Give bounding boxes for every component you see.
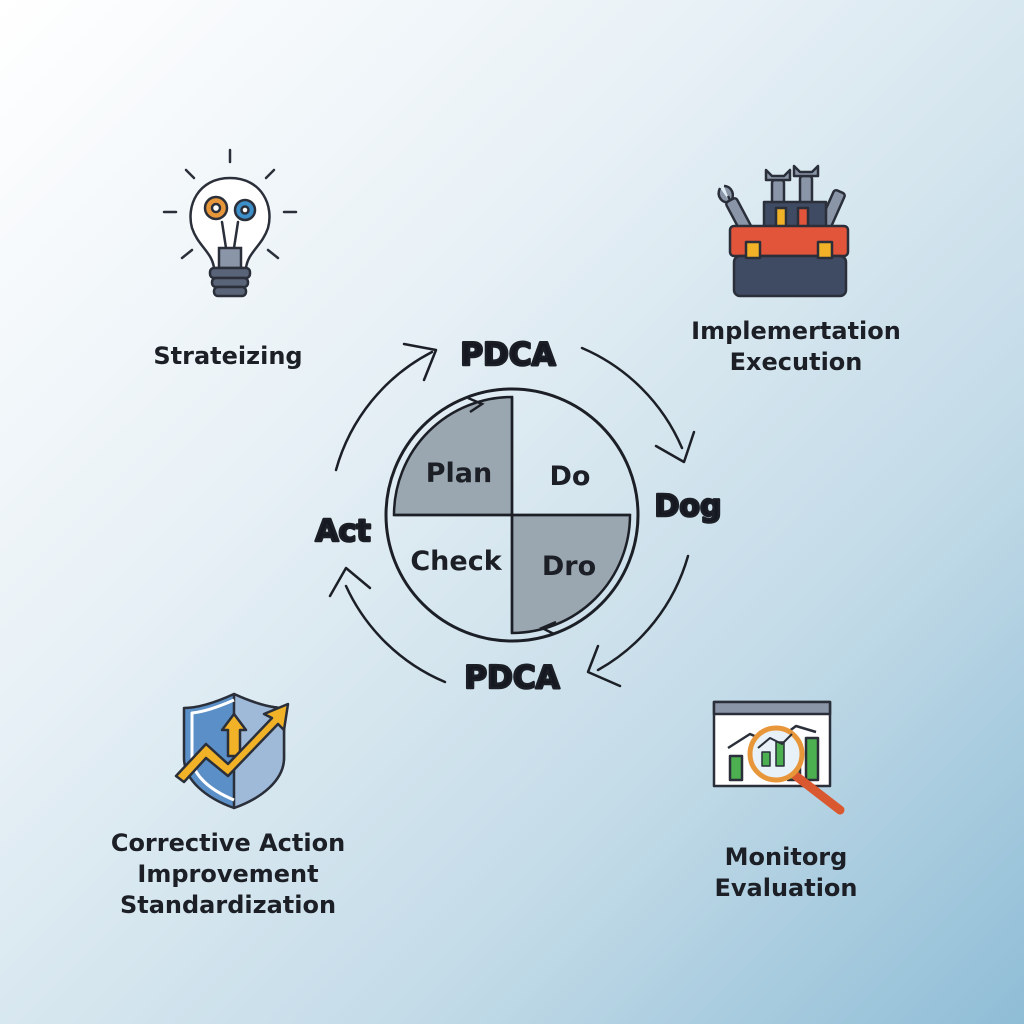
- quadrant-dro-label: Dro: [542, 551, 596, 582]
- stage-strategizing-line: Strateizing: [153, 342, 303, 370]
- arrowhead-top-left-icon: [402, 342, 438, 382]
- stage-implementation-label: Implemertation Execution: [676, 316, 916, 378]
- arc-bottom-right: [596, 554, 690, 672]
- cycle-bottom-label: PDCA: [464, 660, 559, 696]
- stage-monitoring-line-1: Monitorg: [724, 843, 848, 871]
- cycle-top-label: PDCA: [460, 337, 555, 373]
- wheel-outer-circle: [384, 387, 640, 643]
- stage-strategizing-label: Strateizing: [110, 341, 346, 372]
- chart-magnifier-icon: [712, 700, 845, 815]
- arrowhead-bottom-left-icon: [328, 566, 372, 598]
- pdca-wheel: Plan Do Check Dro: [384, 387, 640, 643]
- quadrant-do-label: Do: [550, 461, 591, 492]
- arrowhead-bottom-right-icon: [586, 644, 622, 688]
- toolbox-wrenches-icon: [717, 164, 850, 298]
- stage-implementation-line-1: Implemertation: [691, 317, 901, 345]
- wheel-inner-arrow-top-icon: [467, 396, 485, 414]
- cycle-left-label: Act: [315, 514, 370, 549]
- stage-corrective-line-3: Standardization: [119, 891, 337, 919]
- arrowhead-top-right-icon: [654, 430, 696, 464]
- wheel-inner-arrow-bottom-icon: [539, 620, 557, 636]
- quadrant-plan-outline: [392, 395, 514, 517]
- arc-bottom-left: [344, 584, 447, 684]
- quadrant-plan-label: Plan: [426, 458, 493, 489]
- stage-corrective-line-1: Corrective Action: [110, 829, 346, 857]
- quadrant-plan-fill: [394, 397, 512, 515]
- quadrant-dro-fill: [512, 515, 630, 633]
- arc-top-left: [334, 350, 434, 472]
- arc-top-right: [580, 346, 684, 450]
- stage-corrective-label: Corrective Action Improvement Standardiz…: [96, 828, 360, 921]
- stage-monitoring-line-2: Evaluation: [714, 874, 858, 902]
- stage-monitoring-label: Monitorg Evaluation: [686, 842, 886, 904]
- cycle-right-label: Dog: [655, 489, 722, 524]
- stage-implementation-line-2: Execution: [729, 348, 863, 376]
- shield-growth-arrow-icon: [174, 692, 290, 810]
- quadrant-check-label: Check: [410, 546, 502, 577]
- quadrant-dro-outline: [510, 513, 632, 635]
- stage-corrective-line-2: Improvement: [137, 860, 319, 888]
- lightbulb-gears-icon: [162, 148, 298, 298]
- cycle-arrows: PDCA PDCA Dog Act: [314, 336, 723, 698]
